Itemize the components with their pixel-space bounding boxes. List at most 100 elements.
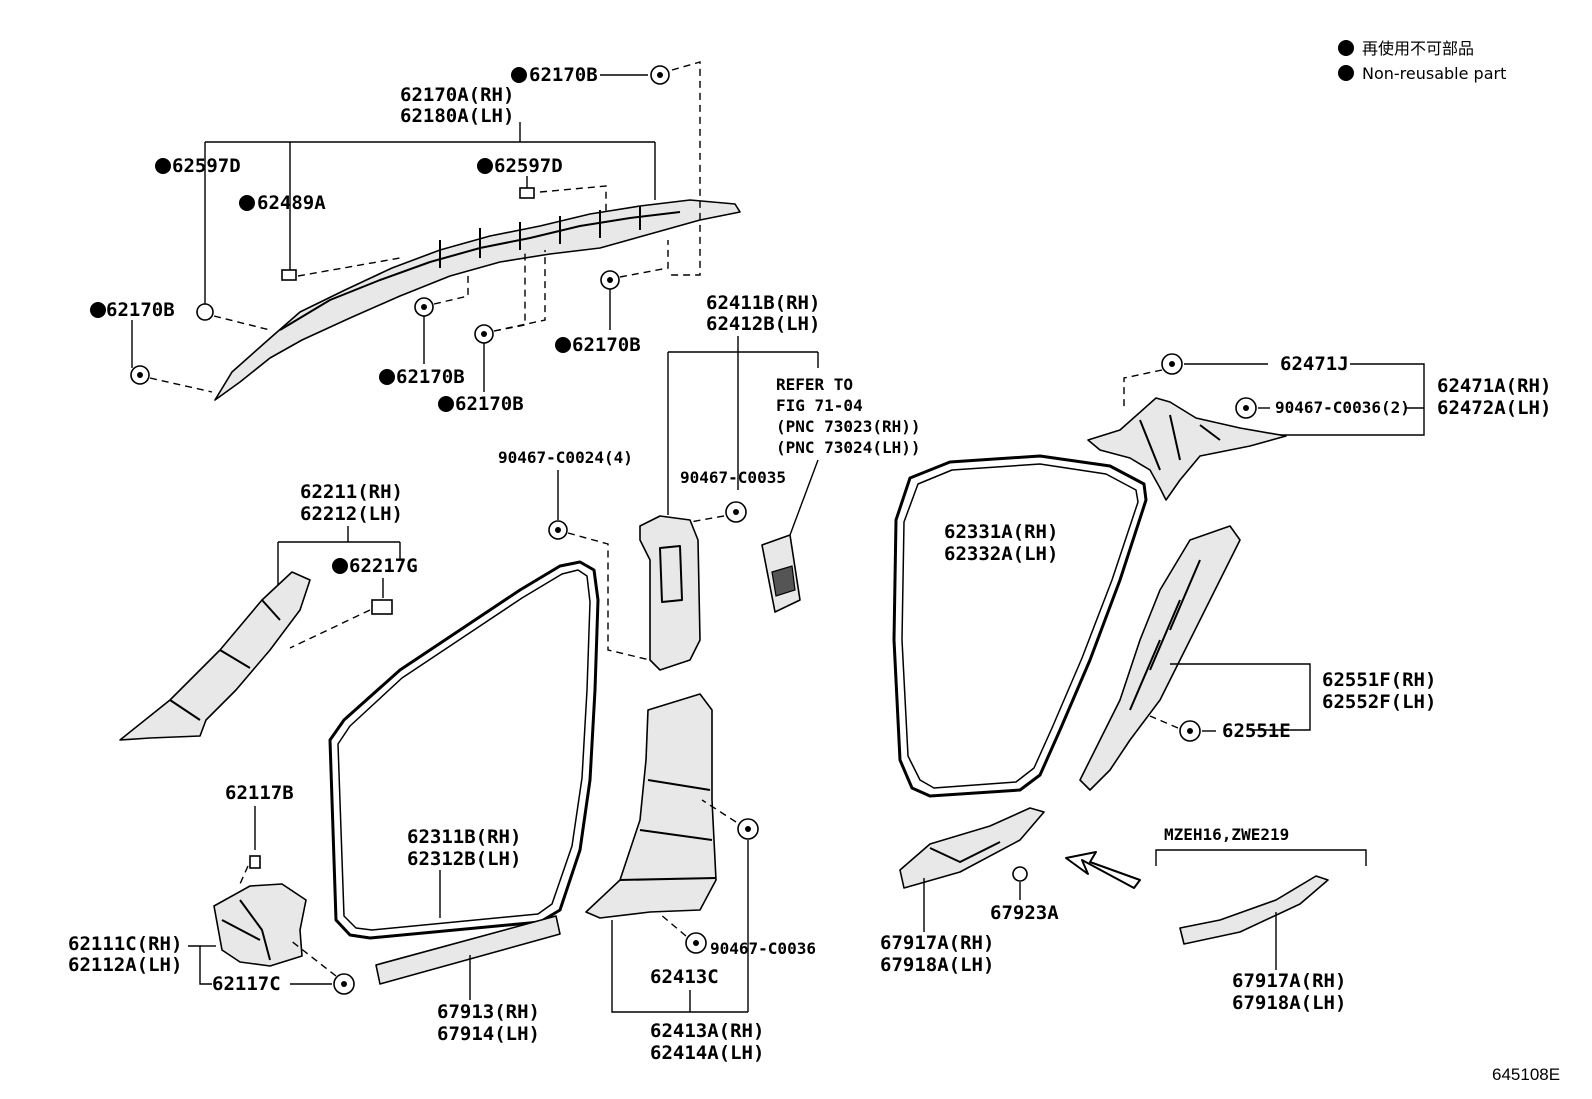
clip-fastener-icon — [281, 269, 297, 281]
pillar-window-cutout — [659, 545, 683, 603]
label-62413A-RH: 62413A(RH) — [650, 1020, 764, 1042]
quarter-pillar-lower-garnish — [1079, 525, 1241, 791]
label-67923A: 67923A — [990, 902, 1059, 924]
label-62413C: 62413C — [650, 966, 719, 988]
bolt-fastener-icon — [130, 365, 150, 385]
label-62489A: 62489A — [257, 192, 326, 214]
label-62472A-LH: 62472A(LH) — [1437, 397, 1551, 419]
front-door-weatherstrip-part — [328, 560, 600, 940]
label-62331A-RH: 62331A(RH) — [944, 521, 1058, 543]
front-door-weatherstrip-group: 62311B(RH) 62312B(LH) — [328, 560, 600, 940]
label-62170A-RH: 62170A(RH) — [400, 84, 514, 106]
garnish-ribs — [169, 599, 281, 721]
label-67913-RH: 67913(RH) — [437, 1001, 540, 1023]
rear-door-weatherstrip-group: 62331A(RH) 62332A(LH) — [892, 454, 1148, 798]
label-refer-line2: FIG 71-04 — [776, 396, 863, 415]
clip-fastener-icon — [685, 932, 707, 954]
clip-fastener-icon — [371, 599, 393, 615]
clip-fastener-icon — [519, 187, 535, 199]
roof-airbag-assembly: 62170B 62170A(RH) 62180A(LH) 62597D 6259… — [90, 61, 741, 415]
clip-fastener-icon — [737, 818, 759, 840]
center-pillar-upper-garnish — [639, 515, 701, 671]
non-reusable-dot-icon — [1338, 65, 1354, 81]
quarter-pillar-lower-group: 62551F(RH) 62552F(LH) 62551E — [1079, 525, 1436, 791]
label-62112A-LH: 62112A(LH) — [68, 954, 182, 976]
label-62332A-LH: 62332A(LH) — [944, 543, 1058, 565]
label-67914-LH: 67914(LH) — [437, 1023, 540, 1045]
label-90467-C0035: 90467-C0035 — [680, 468, 786, 487]
legend-en-text: Non-reusable part — [1362, 64, 1506, 83]
direction-arrow-icon — [1065, 851, 1141, 889]
clip-fastener-icon — [650, 65, 670, 85]
front-scuff-plate-part — [375, 915, 561, 985]
center-pillar-upper-group: 62411B(RH) 62412B(LH) REFER TO FIG 71-04… — [498, 292, 921, 671]
plate-edge — [929, 841, 1001, 863]
clip-fastener-icon — [548, 520, 568, 540]
bolt-fastener-icon — [474, 324, 494, 344]
front-pillar-group: 62211(RH) 62212(LH) 62217G — [119, 481, 418, 741]
bolt-fastener-icon — [600, 270, 620, 290]
rear-door-weatherstrip-part — [892, 454, 1148, 798]
legend-jp-text: 再使用不可部品 — [1362, 39, 1474, 58]
clip-fastener-icon — [1012, 866, 1028, 882]
label-refer-line1: REFER TO — [776, 375, 853, 394]
rear-scuff-plate-variant-part — [1179, 875, 1329, 945]
clip-fastener-icon — [1179, 720, 1201, 742]
label-62551F-RH: 62551F(RH) — [1322, 669, 1436, 691]
clip-fastener-icon — [196, 303, 214, 321]
label-67918A-LH-1: 67918A(LH) — [880, 954, 994, 976]
label-62552F-LH: 62552F(LH) — [1322, 691, 1436, 713]
label-67917A-RH-2: 67917A(RH) — [1232, 970, 1346, 992]
non-reusable-dot-icon — [1338, 40, 1354, 56]
label-62170B-b2: 62170B — [455, 393, 524, 415]
roof-side-garnish-part — [1087, 397, 1287, 501]
label-62170B-b1: 62170B — [396, 366, 465, 388]
center-pillar-lower-garnish — [585, 693, 717, 919]
quarter-pillar-upper-group: 62471J 90467-C0036(2) 62471A(RH) 62472A(… — [1087, 353, 1551, 501]
label-62471A-RH: 62471A(RH) — [1437, 375, 1551, 397]
trim-ribs — [221, 899, 271, 961]
rear-scuff-plate-part — [899, 807, 1045, 889]
label-62117B: 62117B — [225, 782, 294, 804]
label-refer-line3: (PNC 73023(RH)) — [776, 417, 921, 436]
clip-fastener-icon — [725, 501, 747, 523]
clip-fastener-icon — [249, 855, 261, 869]
label-62312B-LH: 62312B(LH) — [407, 848, 521, 870]
label-62170B-top: 62170B — [529, 64, 598, 86]
label-62170B-right: 62170B — [572, 334, 641, 356]
label-67918A-LH-2: 67918A(LH) — [1232, 992, 1346, 1014]
label-62597D-mid: 62597D — [494, 155, 563, 177]
label-62170B-left: 62170B — [106, 299, 175, 321]
clip-fastener-icon — [1161, 353, 1183, 375]
clip-fastener-icon — [333, 973, 355, 995]
front-scuff-plate-group: 67913(RH) 67914(LH) — [375, 915, 561, 1045]
label-62551E: 62551E — [1222, 720, 1291, 742]
label-62111C-RH: 62111C(RH) — [68, 933, 182, 955]
clip-fastener-icon — [1235, 397, 1257, 419]
label-62117C: 62117C — [212, 973, 281, 995]
label-62311B-RH: 62311B(RH) — [407, 826, 521, 848]
label-67917A-RH-1: 67917A(RH) — [880, 932, 994, 954]
label-62411B-RH: 62411B(RH) — [706, 292, 820, 314]
label-62212-LH: 62212(LH) — [300, 503, 403, 525]
garnish-ribs — [619, 779, 717, 881]
center-pillar-lower-group: 90467-C0036 62413C 62413A(RH) 62414A(LH) — [585, 693, 816, 1064]
label-62211-RH: 62211(RH) — [300, 481, 403, 503]
airbag-curtain-part — [214, 199, 741, 401]
label-62217G: 62217G — [349, 555, 418, 577]
label-62471J: 62471J — [1280, 353, 1349, 375]
label-62597D-left: 62597D — [172, 155, 241, 177]
front-pillar-garnish-part — [119, 571, 311, 741]
garnish-ribs — [1129, 559, 1201, 711]
label-refer-line4: (PNC 73024(LH)) — [776, 438, 921, 457]
figure-id: 645108E — [1492, 1065, 1560, 1084]
label-62180A-LH: 62180A(LH) — [400, 105, 514, 127]
label-90467-C0024: 90467-C0024(4) — [498, 448, 633, 467]
cowl-side-trim-group: 62117B 62111C(RH) 62112A(LH) 62117C — [68, 782, 355, 995]
cowl-side-trim-part — [213, 883, 307, 967]
label-62412B-LH: 62412B(LH) — [706, 313, 820, 335]
label-variant: MZEH16,ZWE219 — [1164, 825, 1289, 844]
label-90467-C0036: 90467-C0036 — [710, 939, 816, 958]
variant-group: MZEH16,ZWE219 67917A(RH) 67918A(LH) — [1155, 825, 1367, 1014]
